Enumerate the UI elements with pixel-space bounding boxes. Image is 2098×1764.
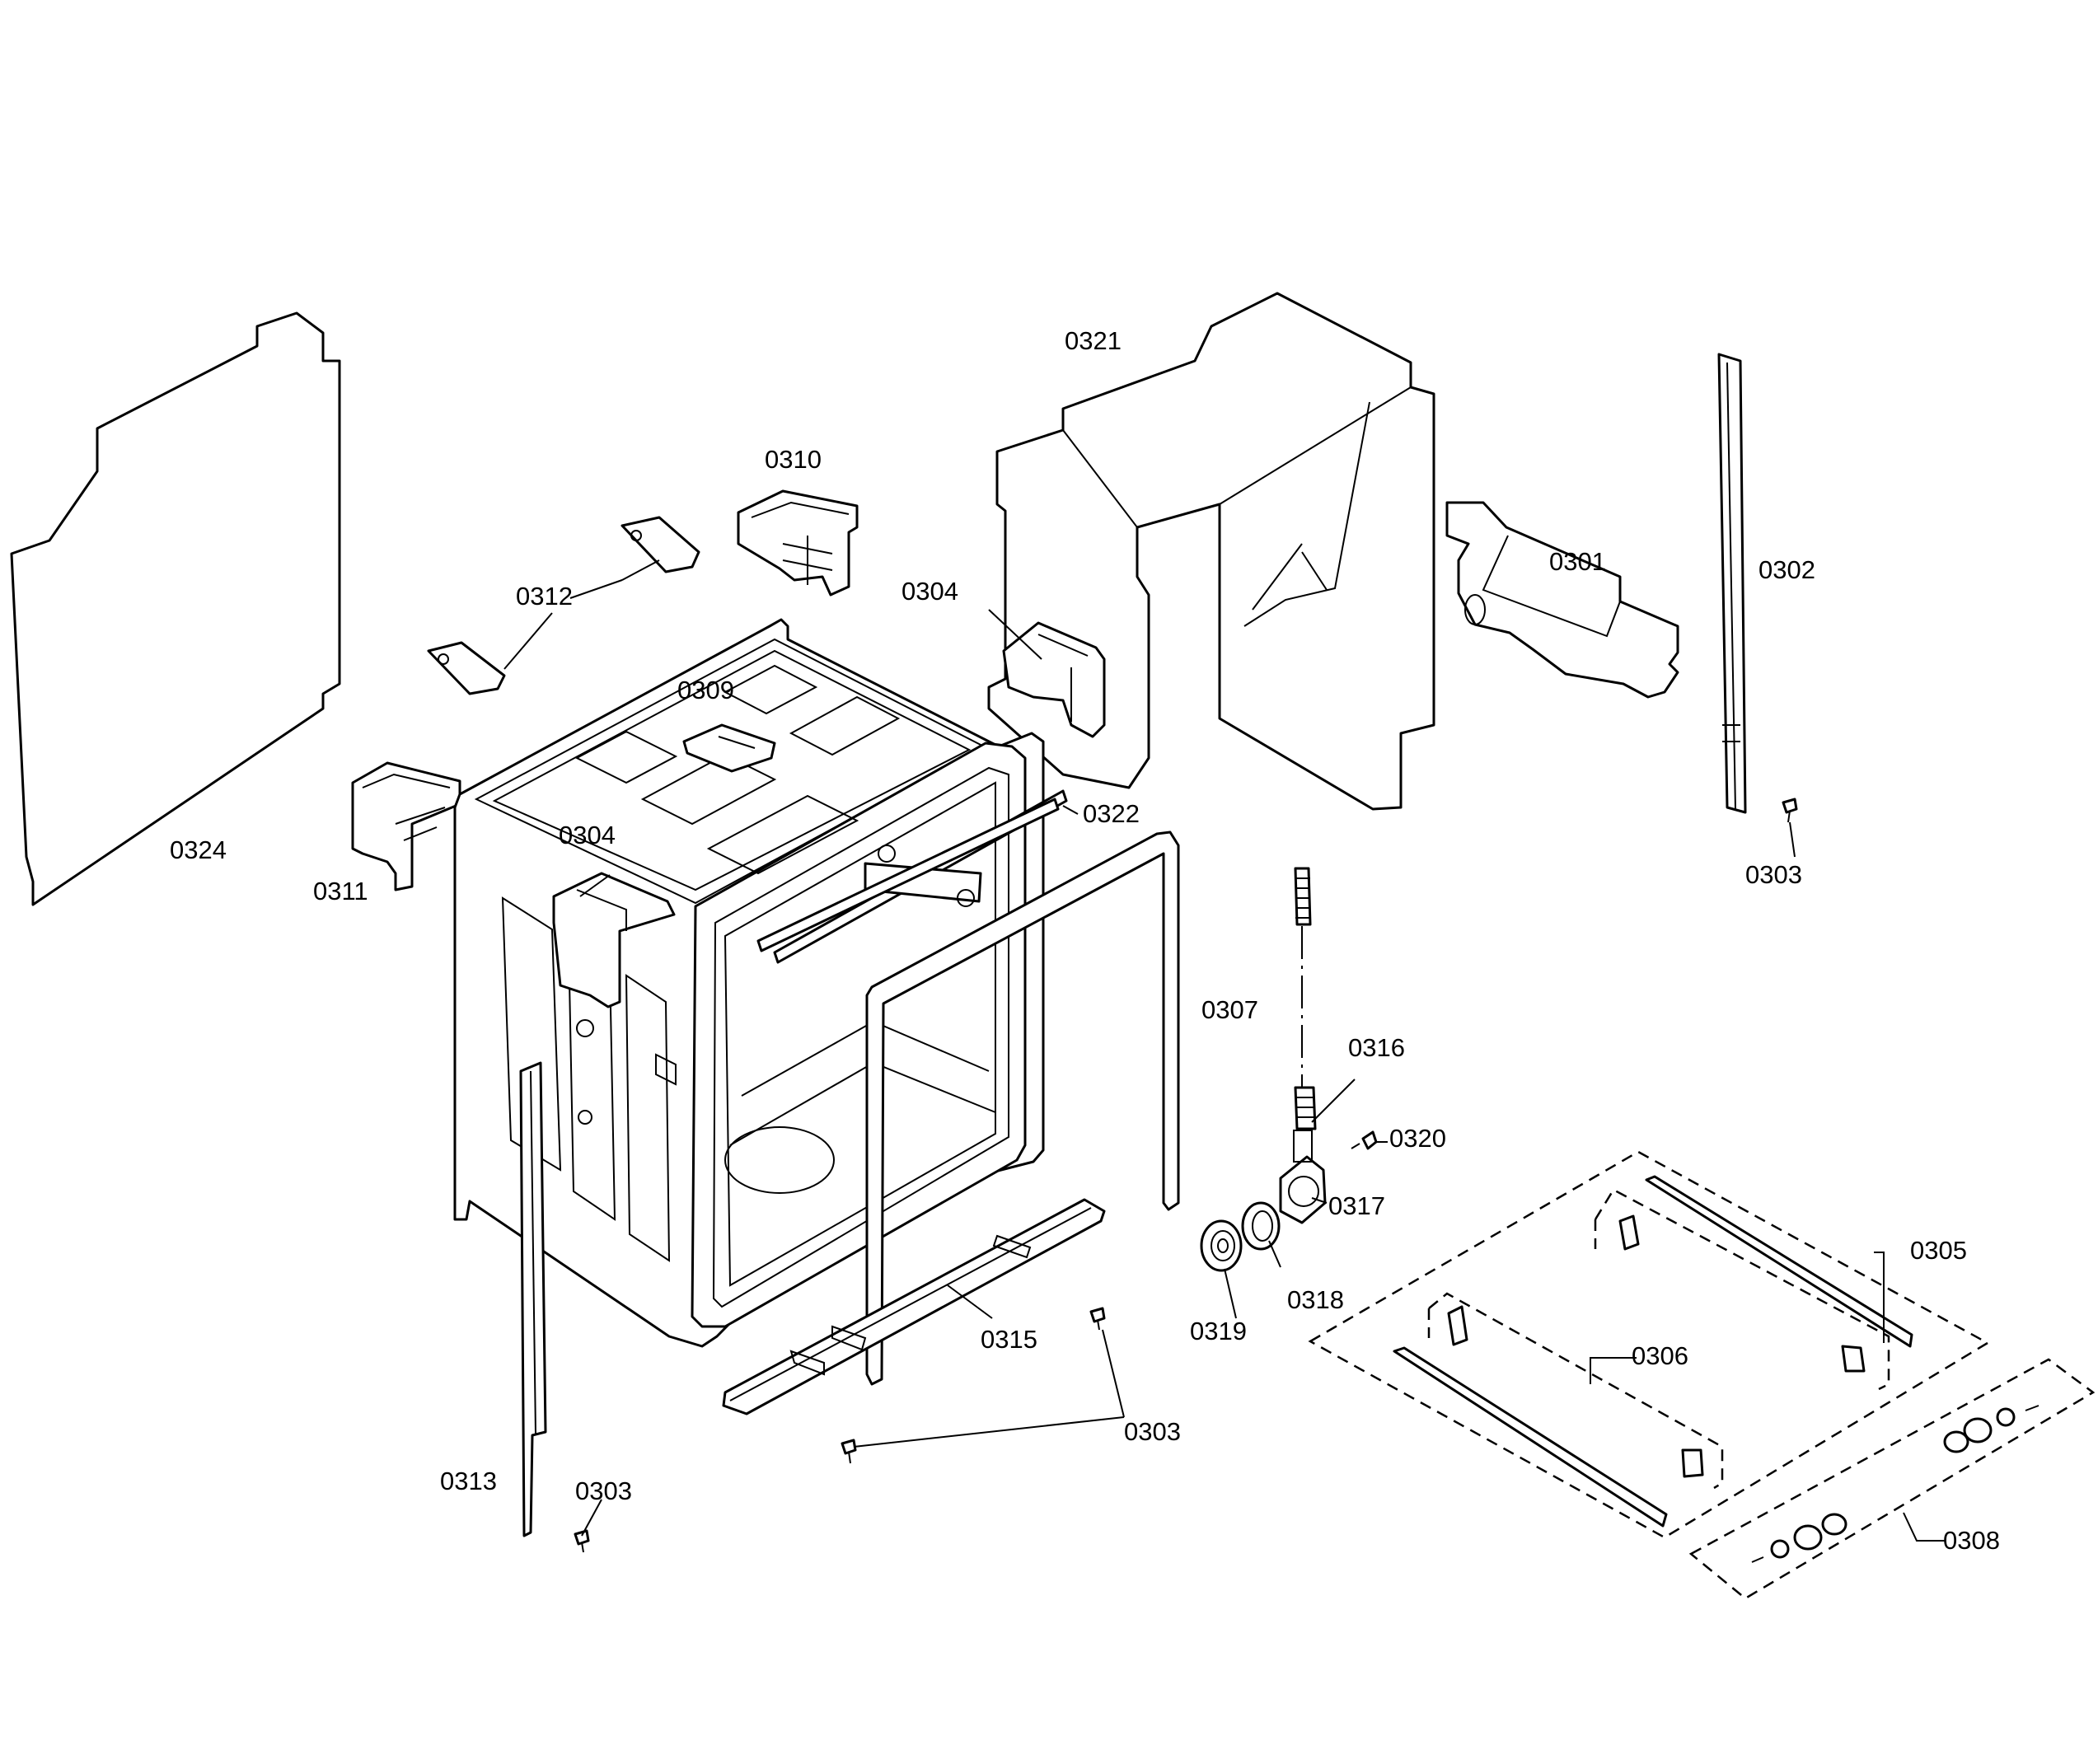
part-connector-0311 [351, 761, 461, 891]
callout-label: 0322 [1083, 799, 1140, 828]
callout-label: 0318 [1287, 1285, 1344, 1314]
callout-label: 0305 [1910, 1236, 1967, 1265]
part-tub [453, 618, 1068, 1348]
part-leveling-kit [1308, 1150, 2096, 1600]
part-connector-0304-lower [552, 872, 676, 1008]
part-vertical-strip-0313 [519, 1061, 547, 1537]
callout-label: 0324 [170, 835, 227, 864]
part-hose [1294, 867, 1317, 1130]
callout-label: 0306 [1632, 1341, 1688, 1370]
part-insulation-strip [1445, 501, 1679, 699]
callout-label: 0315 [981, 1325, 1037, 1354]
part-connector-0304-upper [1002, 621, 1106, 738]
part-connector-0310 [737, 489, 859, 597]
callout-label: 0312 [516, 582, 573, 611]
callout-label: 0304 [901, 577, 958, 606]
callout-label: 0316 [1348, 1033, 1405, 1062]
callout-label: 0301 [1549, 547, 1606, 576]
callout-label: 0311 [313, 877, 368, 905]
part-ring-0318 [1241, 1201, 1281, 1251]
callout-label: 0308 [1943, 1526, 2000, 1555]
part-screws-0303 [574, 798, 1798, 1553]
callout-label: 0309 [677, 676, 734, 704]
callout-label: 0304 [559, 821, 616, 849]
callout-labels: 0321 0310 0312 0309 0304 0304 0301 0302 … [170, 326, 2000, 1555]
callout-label: 0302 [1758, 555, 1815, 584]
part-bottom-strip [722, 1198, 1106, 1415]
part-strip-0322 [756, 798, 1060, 952]
callout-label: 0310 [765, 445, 822, 474]
part-door-seal [865, 831, 1180, 1386]
callout-label: 0320 [1389, 1124, 1446, 1153]
callout-label: 0303 [575, 1476, 632, 1505]
part-screw-0320 [1351, 1130, 1378, 1150]
callout-label: 0307 [1201, 995, 1258, 1024]
part-insulation-cover [987, 292, 1435, 811]
callout-label: 0313 [440, 1467, 497, 1495]
part-bracket-0312 [427, 516, 700, 695]
callout-label: 0303 [1745, 860, 1802, 889]
part-side-panel [10, 311, 341, 906]
callout-label: 0319 [1190, 1317, 1247, 1345]
part-bracket-0309 [682, 723, 776, 773]
leader-lines [503, 559, 1945, 1542]
callout-label: 0303 [1124, 1417, 1181, 1446]
callout-label: 0317 [1328, 1191, 1385, 1220]
part-vertical-strip-0302 [1717, 353, 1747, 814]
part-disc-0319 [1200, 1219, 1243, 1272]
callout-label: 0321 [1065, 326, 1122, 355]
part-valve [1279, 1130, 1327, 1224]
